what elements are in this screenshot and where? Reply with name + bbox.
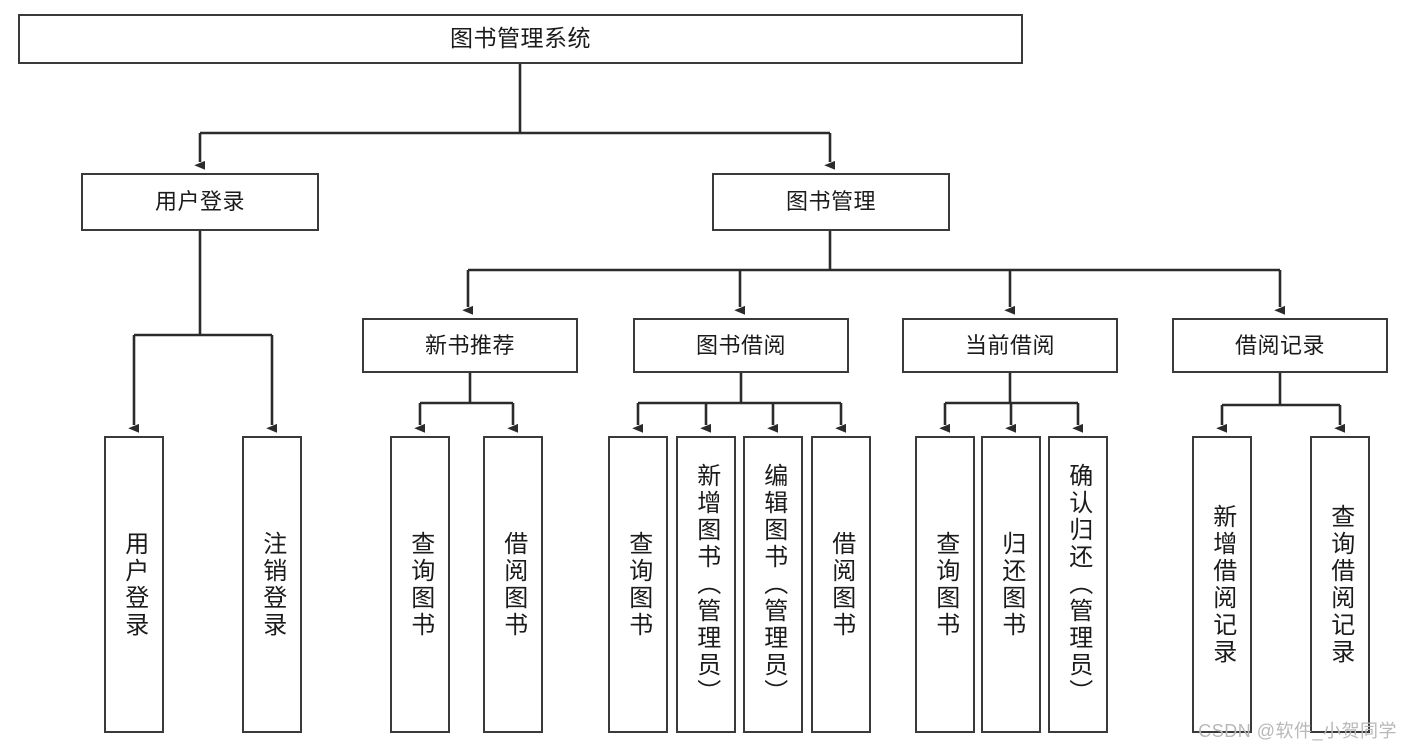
node-f5[interactable]: 查询图书 (608, 436, 668, 733)
node-f9[interactable]: 查询图书 (915, 436, 975, 733)
node-f1[interactable]: 用户登录 (104, 436, 164, 733)
node-label: 当前借阅 (964, 332, 1055, 358)
node-f6[interactable]: 新增图书（管理员） (676, 436, 736, 733)
node-label: 查询图书 (931, 530, 959, 639)
node-label: 查询图书 (406, 530, 434, 639)
node-label: 图书借阅 (695, 332, 786, 358)
node-label: 借阅记录 (1234, 332, 1325, 358)
node-f13[interactable]: 查询借阅记录 (1310, 436, 1370, 733)
node-label: 用户登录 (120, 530, 148, 639)
node-l1a[interactable]: 用户登录 (81, 173, 319, 231)
node-f7[interactable]: 编辑图书（管理员） (743, 436, 803, 733)
node-f8[interactable]: 借阅图书 (811, 436, 871, 733)
node-label: 确认归还（管理员） (1064, 463, 1092, 706)
node-f3[interactable]: 查询图书 (390, 436, 450, 733)
node-label: 新增图书（管理员） (692, 463, 720, 706)
node-label: 查询借阅记录 (1326, 503, 1354, 666)
node-label: 编辑图书（管理员） (759, 463, 787, 706)
node-label: 借阅图书 (499, 530, 527, 639)
node-f4[interactable]: 借阅图书 (483, 436, 543, 733)
node-label: 归还图书 (997, 530, 1025, 639)
node-label: 图书管理系统 (450, 25, 591, 52)
watermark: CSDN @软件_小贺同学 (1198, 721, 1397, 741)
node-l2d[interactable]: 借阅记录 (1172, 318, 1388, 373)
node-f10[interactable]: 归还图书 (981, 436, 1041, 733)
node-f2[interactable]: 注销登录 (242, 436, 302, 733)
node-f11[interactable]: 确认归还（管理员） (1048, 436, 1108, 733)
node-l1b[interactable]: 图书管理 (712, 173, 950, 231)
node-label: 借阅图书 (827, 530, 855, 639)
node-f12[interactable]: 新增借阅记录 (1192, 436, 1252, 733)
node-l2a[interactable]: 新书推荐 (362, 318, 578, 373)
node-label: 注销登录 (258, 530, 286, 639)
node-label: 新增借阅记录 (1208, 503, 1236, 666)
node-root[interactable]: 图书管理系统 (18, 14, 1023, 64)
node-l2c[interactable]: 当前借阅 (902, 318, 1118, 373)
node-label: 用户登录 (154, 189, 245, 215)
node-label: 查询图书 (624, 530, 652, 639)
node-label: 图书管理 (785, 189, 876, 215)
node-label: 新书推荐 (424, 332, 515, 358)
node-l2b[interactable]: 图书借阅 (633, 318, 849, 373)
